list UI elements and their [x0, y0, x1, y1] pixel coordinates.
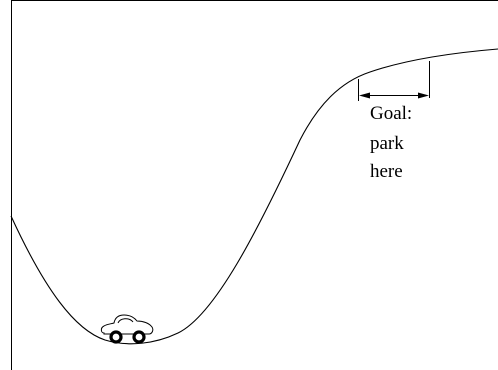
goal-marker — [358, 61, 430, 101]
goal-arrow-left-head — [359, 92, 370, 99]
goal-label: Goal: park here — [370, 103, 417, 182]
car-icon — [100, 314, 154, 344]
goal-label-line-3: here — [370, 161, 403, 182]
goal-label-line-1: Goal: — [370, 103, 412, 124]
goal-arrow-right-head — [418, 92, 429, 99]
valley-hill-curve — [10, 48, 498, 345]
car-rear-wheel — [132, 330, 146, 344]
goal-label-line-2: park — [370, 133, 404, 154]
car-window — [117, 318, 134, 324]
car-body — [100, 314, 154, 335]
car-front-wheel — [109, 330, 123, 344]
